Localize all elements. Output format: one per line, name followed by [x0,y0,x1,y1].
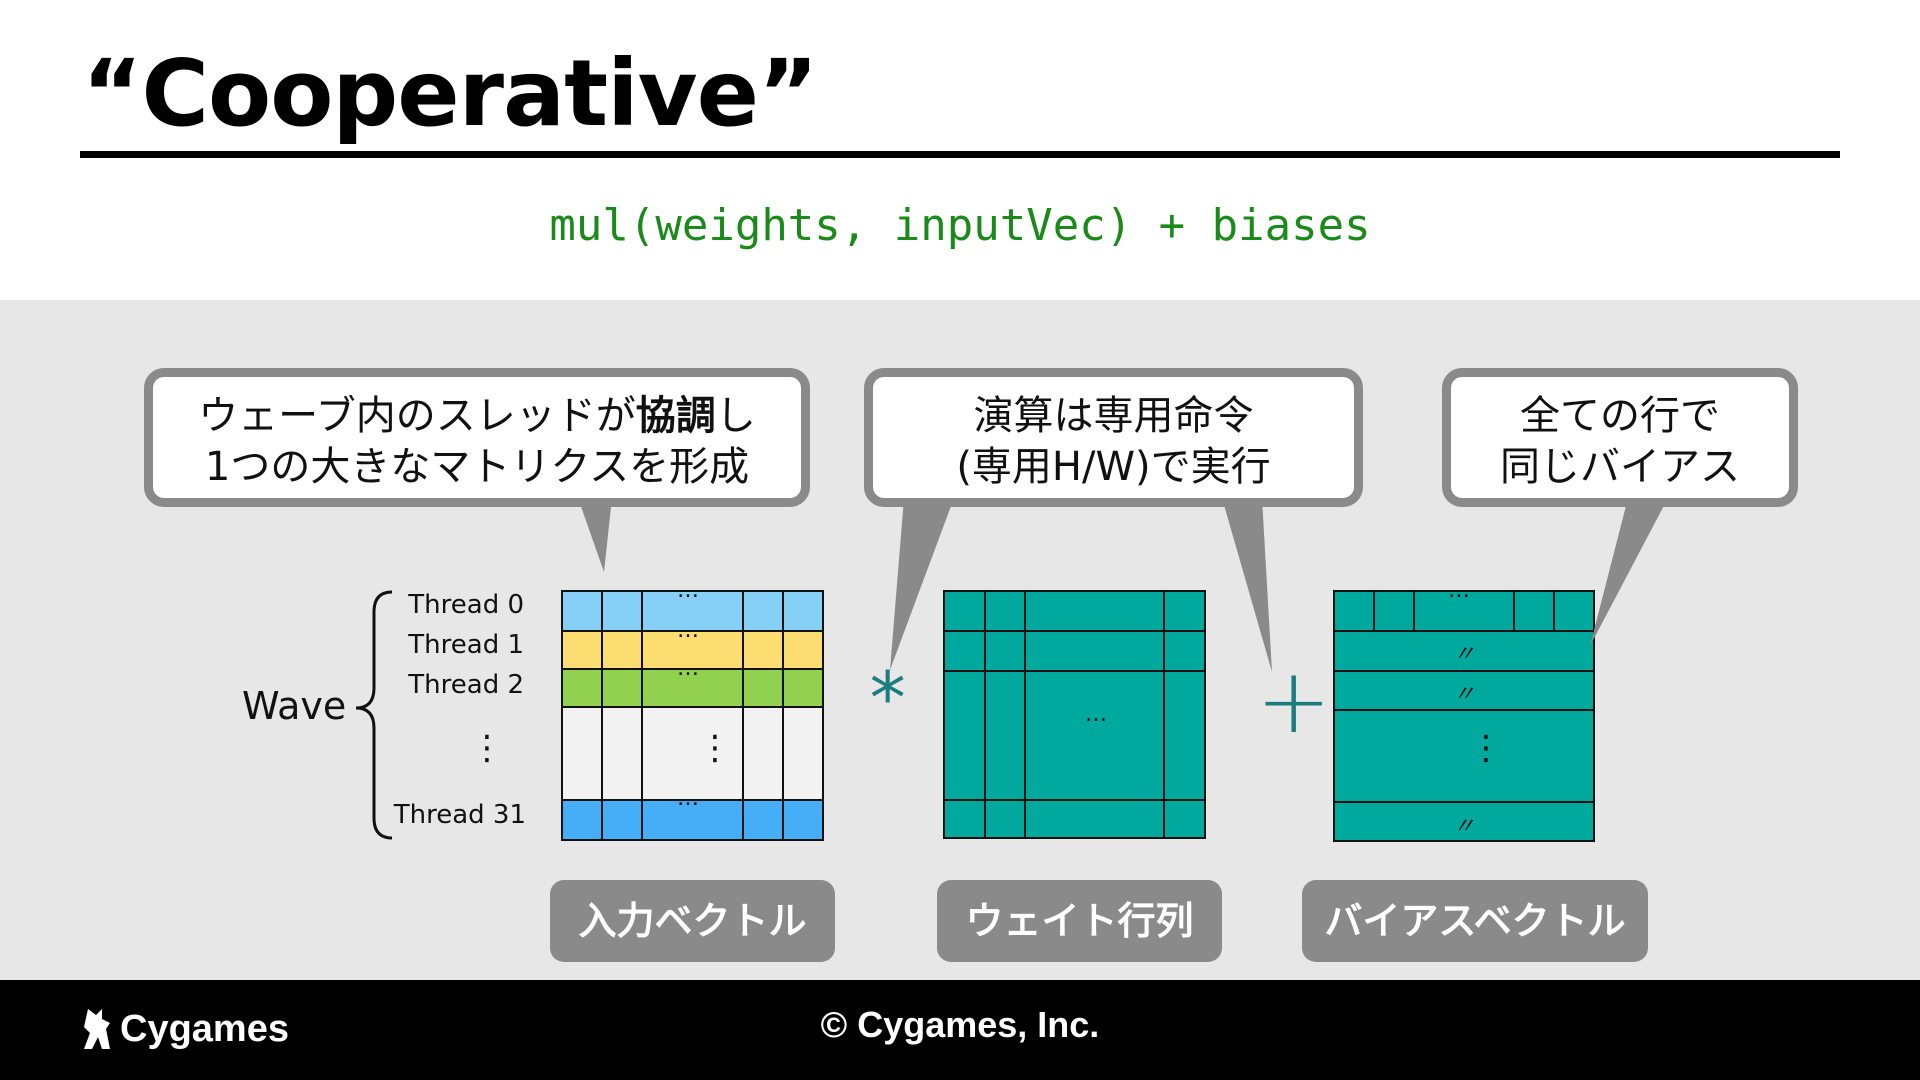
input-bubble-text-a: ウェーブ内のスレッドが [198,393,636,439]
weights-bubble-line2: (専用H/W)で実行 [956,444,1271,490]
thread0-row [562,591,823,631]
wave-label: Wave [242,684,347,728]
add-operator: + [1256,649,1332,754]
thread2-row [562,669,823,707]
input-vector-caption: 入力ベクトル [550,880,835,962]
footer-bar [0,980,1920,1080]
bias-ditto-3: 〃 [1453,814,1476,839]
input-row31-hdots: … [677,786,700,811]
input-row1-hdots: … [677,618,700,643]
bias-bubble-tail [1590,498,1668,646]
input-bubble-line1: ウェーブ内のスレッドが協調し [153,391,801,442]
input-bubble-line2: 1つの大きなマトリクスを形成 [204,444,750,490]
thread0-label: Thread 0 [408,590,524,620]
bias-ditto-1: 〃 [1453,642,1476,667]
thread1-row [562,631,823,669]
thread2-label: Thread 2 [408,670,524,700]
weight-matrix-caption: ウェイト行列 [937,880,1222,962]
input-row2-hdots: … [677,656,700,681]
input-row0-hdots: … [677,578,700,603]
weight-matrix [943,590,1206,839]
thread1-label: Thread 1 [408,630,524,660]
multiply-operator: * [866,656,910,740]
cygames-logo-mark [84,1009,110,1049]
bias-bubble-line2: 同じバイアス [1500,444,1740,490]
copyright-text: © Cygames, Inc. [820,1004,1100,1045]
thread31-label: Thread 31 [393,800,526,830]
bias-matrix [1333,590,1595,842]
cygames-logo-text: Cygames [120,1007,289,1050]
slide-title: “Cooperative” [82,40,818,147]
input-bubble-text-b: し [715,393,756,439]
title-underline [80,151,1840,158]
weight-center-hdots: … [1085,702,1108,727]
weights-bubble: 演算は専用命令 (専用H/W)で実行 [864,368,1363,507]
formula-code: mul(weights, inputVec) + biases [549,200,1371,251]
bias-bubble-line1: 全ての行で [1520,393,1720,439]
weights-bubble-tail-left [890,498,954,670]
bias-vector-caption: バイアスベクトル [1302,880,1648,962]
thread31-row [562,800,823,840]
empty-rows [562,707,823,800]
weights-bubble-tail-right [1222,498,1272,672]
input-vector-matrix [561,590,824,841]
weights-bubble-line1: 演算は専用命令 [973,393,1254,439]
bias-ditto-2: 〃 [1453,682,1476,707]
input-bubble-text-bold: 協調 [635,393,716,439]
input-bubble-tail [578,498,612,572]
bias-bubble: 全ての行で 同じバイアス [1442,368,1798,507]
bias-row0-hdots: … [1448,578,1471,603]
wave-brace [355,590,393,840]
input-bubble: ウェーブ内のスレッドが協調し 1つの大きなマトリクスを形成 [144,368,810,507]
cygames-logo: Cygames [80,1004,289,1054]
